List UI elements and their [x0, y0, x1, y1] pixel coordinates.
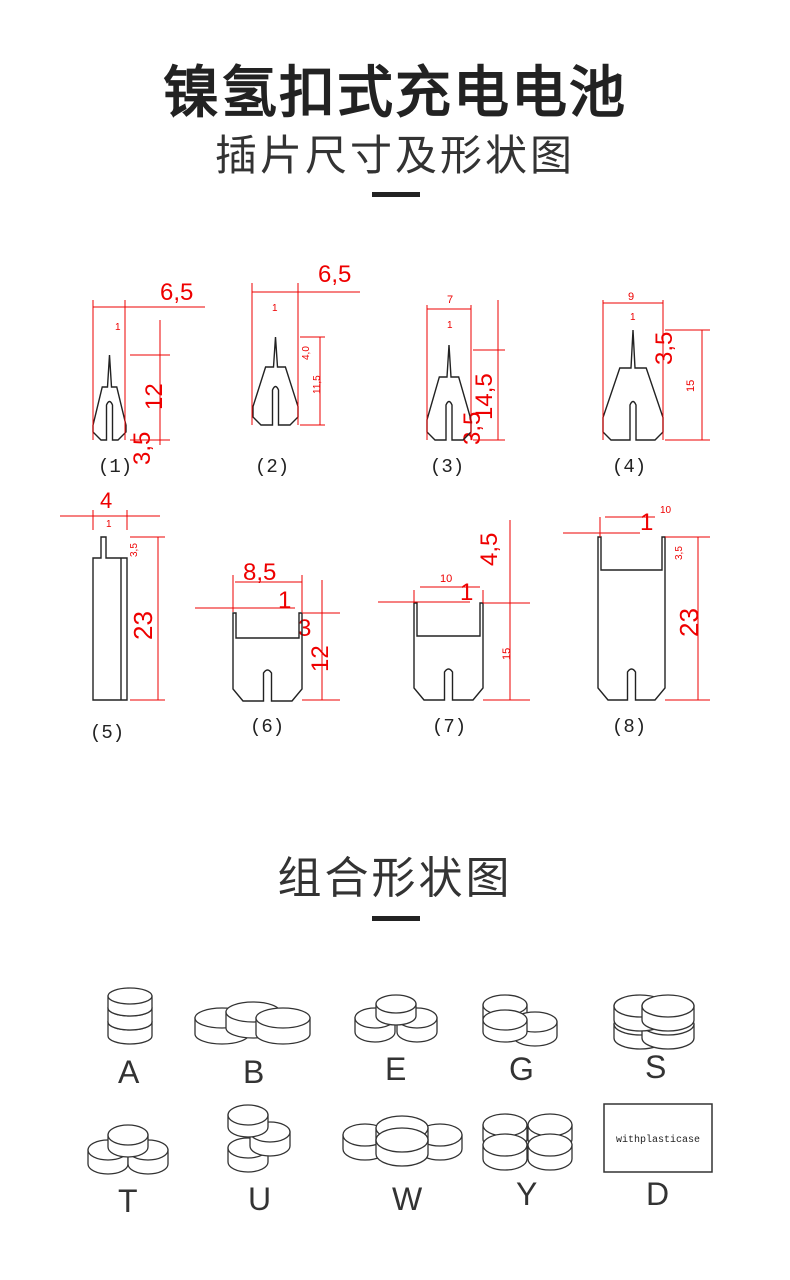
cell-top [255, 1007, 311, 1029]
terminal-label: (8) [612, 716, 646, 738]
dim-tip-height: 4,0 [301, 346, 312, 360]
terminal-label: (5) [90, 722, 124, 744]
divider [372, 192, 420, 197]
combo-label-b: B [243, 1054, 264, 1090]
terminal-6: 8,5 1 3 12 (6) [243, 559, 334, 738]
dim-tab: 1 [640, 509, 653, 536]
terminal-1: 6,5 1 12 3,5 (1) [98, 279, 193, 478]
divider [372, 916, 420, 921]
terminal-5: 4 1 3,5 23 (5) [90, 488, 158, 744]
dim-slot: 3,5 [129, 432, 156, 465]
combo-label-d: D [646, 1176, 669, 1212]
dim-notch: 3 [298, 615, 311, 642]
dim-height: 15 [501, 648, 513, 660]
cell-top [527, 1133, 573, 1157]
terminal-outline [252, 336, 299, 426]
dim-tip: 1 [115, 322, 121, 333]
cell-top [482, 1133, 528, 1157]
dim-width: 6,5 [160, 279, 193, 306]
cell-top [527, 1113, 573, 1137]
dim-height: 23 [674, 608, 704, 637]
dim-tip-height: 3,5 [651, 332, 678, 365]
combo-label-s: S [645, 1049, 666, 1085]
terminal-outline [597, 536, 666, 701]
page-title: 镍氢扣式充电电池 [163, 61, 627, 126]
dim-height: 11,5 [312, 375, 323, 394]
dim-tip: 1 [447, 320, 453, 331]
combo-label-e: E [385, 1051, 406, 1087]
dim-notch: 3,5 [674, 546, 685, 560]
dim-notch: 4,5 [476, 533, 503, 566]
terminal-outline [232, 612, 303, 702]
cell-top [107, 1124, 149, 1146]
dim-slot: 3,5 [129, 543, 140, 557]
dim-height: 12 [141, 383, 168, 410]
combo-label-u: U [248, 1181, 271, 1217]
combo-label-a: A [118, 1054, 140, 1090]
terminal-label: (2) [255, 456, 289, 478]
cell-top [107, 987, 153, 1005]
page-subtitle: 插片尺寸及形状图 [214, 131, 575, 180]
dim-height: 23 [128, 611, 158, 640]
combo-label-g: G [509, 1051, 534, 1087]
dim-width: 10 [660, 505, 672, 516]
dim-width: 4 [100, 488, 112, 513]
terminal-8: 1 10 3,5 23 (8) [612, 505, 704, 738]
dim-tab: 1 [460, 579, 473, 606]
cell-top [641, 994, 695, 1018]
terminal-outline [92, 354, 127, 441]
dim-height: 15 [685, 380, 697, 392]
combination-labels: A B E G S T U W Y D withplasticase [118, 1049, 713, 1219]
dim-height: 14,5 [471, 373, 498, 420]
combinations-title: 组合形状图 [277, 853, 513, 904]
cell-top [482, 1009, 528, 1031]
combo-label-t: T [118, 1183, 138, 1219]
terminal-2: 6,5 1 4,0 11,5 (2) [255, 261, 351, 478]
dim-width: 9 [628, 291, 634, 303]
terminal-label: (1) [98, 456, 132, 478]
dim-tip: 1 [272, 303, 278, 314]
terminal-label: (3) [430, 456, 464, 478]
terminal-label: (7) [432, 716, 466, 738]
dim-width: 10 [440, 573, 452, 585]
combo-label-y: Y [516, 1176, 537, 1212]
cell-top [375, 1127, 429, 1153]
dim-width: 7 [447, 294, 453, 306]
dim-tip: 1 [106, 519, 112, 530]
dim-width: 6,5 [318, 261, 351, 288]
terminal-3: 7 1 3,5 14,5 (3) [430, 294, 498, 478]
terminal-outline [92, 536, 128, 701]
cell-top [375, 994, 417, 1014]
dim-tip: 1 [630, 312, 636, 323]
terminal-4: 9 1 3,5 15 (4) [612, 291, 697, 478]
dim-tab: 1 [278, 587, 291, 614]
cell-top [482, 1113, 528, 1137]
cell-top [227, 1104, 269, 1126]
plastic-case-box [603, 1103, 713, 1173]
plastic-case-text: withplasticase [616, 1134, 700, 1146]
combo-label-w: W [392, 1181, 423, 1217]
terminal-label: (4) [612, 456, 646, 478]
terminal-outline [413, 602, 484, 701]
terminal-label: (6) [250, 716, 284, 738]
dim-height: 12 [307, 645, 334, 672]
